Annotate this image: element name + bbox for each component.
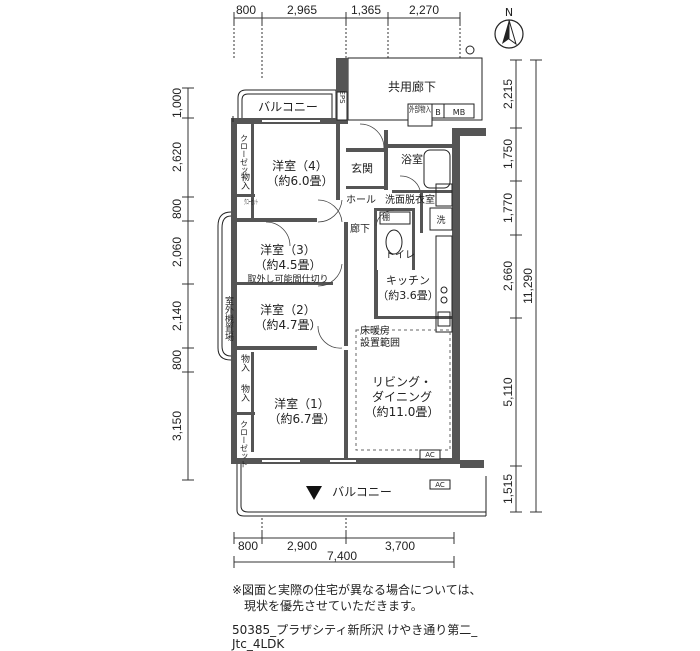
external-storage-label: 外部物入 — [409, 104, 431, 114]
bottom-dimension-line — [233, 518, 455, 568]
closet-label-room1: クローゼット — [240, 420, 249, 468]
living-name-1: リビング・ — [372, 375, 432, 389]
kitchen-counter — [435, 235, 453, 333]
dim-top-4: 2,270 — [409, 3, 439, 17]
door-swings — [265, 123, 421, 349]
balcony-bottom-label: バルコニー — [332, 485, 392, 499]
left-dimension-line — [182, 87, 194, 481]
mb-box — [443, 103, 475, 119]
genkan-label: 玄関 — [351, 161, 373, 175]
dim-bottom-3: 3,700 — [385, 539, 415, 553]
eps-box — [336, 91, 348, 121]
shelf-label: 棚 — [382, 212, 390, 222]
building-code: Jtc_4LDK — [232, 637, 285, 651]
outdoor-unit-label: 室外機置場 — [223, 295, 234, 342]
note-line-1: ※図面と実際の住宅が異なる場合については、 — [232, 583, 482, 597]
dim-left-4: 2,060 — [170, 237, 184, 267]
dim-bottom-1: 800 — [238, 539, 258, 553]
floor-heating-region — [355, 329, 451, 451]
north-compass-icon — [494, 19, 524, 49]
living-size: （約11.0畳） — [365, 404, 440, 419]
entrance-arrow-icon — [306, 486, 322, 500]
dim-left-5: 2,140 — [170, 301, 184, 331]
window-marks — [262, 120, 356, 462]
washroom-label: 洗面脱衣室 — [385, 193, 435, 206]
b-label: B — [435, 108, 441, 117]
dim-left-7: 3,150 — [170, 411, 184, 441]
dim-bottom-2: 2,900 — [287, 539, 317, 553]
floor-heat-label-1: 床暖房 — [360, 324, 390, 337]
washbasin — [435, 183, 453, 207]
bathtub — [423, 149, 451, 189]
top-dimension-line — [233, 12, 461, 80]
right-dimension-line — [510, 59, 542, 513]
compass-label: N — [505, 6, 513, 19]
ac-box-2 — [429, 479, 451, 490]
kitchen-name: キッチン — [386, 274, 430, 287]
washer-label: 洗 — [436, 214, 445, 226]
hallway-label: 廊下 — [350, 222, 370, 235]
hall-label: ホール — [346, 194, 376, 206]
dim-right-6: 1,515 — [501, 474, 515, 504]
toilet-bowl-icon — [385, 229, 403, 255]
interior-walls — [237, 124, 454, 458]
dim-right-2: 1,750 — [501, 139, 515, 169]
storage-label-room4: 物入 — [239, 171, 250, 190]
floor-heat-label-2: 設置範囲 — [360, 336, 400, 349]
room1-size: （約6.7畳） — [268, 411, 335, 426]
dim-top-3: 1,365 — [351, 3, 381, 17]
dim-left-2: 2,620 — [170, 142, 184, 172]
dim-bottom-total: 7,400 — [327, 549, 357, 563]
outdoor-unit-area — [217, 211, 232, 361]
dim-right-1: 2,215 — [501, 79, 515, 109]
corridor-label: 共用廊下 — [388, 79, 436, 94]
dim-right-total: 11,290 — [521, 268, 535, 304]
washer-box — [429, 207, 453, 231]
dim-left-6: 800 — [170, 350, 184, 370]
bath-label: 浴室 — [401, 152, 423, 166]
living-name-2: ダイニング — [372, 389, 432, 404]
room1-name: 洋室（1） — [274, 396, 330, 411]
partition-label: 取外し可能間仕切り — [247, 273, 328, 285]
ac-label-2: AC — [435, 481, 445, 489]
ac-box-1 — [419, 449, 441, 460]
room4-name: 洋室（4） — [272, 158, 328, 173]
storage-label-room2: 物入 — [239, 353, 250, 372]
dim-left-3: 800 — [170, 199, 184, 219]
dim-top-2: 2,965 — [287, 3, 317, 17]
building-id: 50385_プラザシティ新所沢 けやき通り第二_ — [232, 623, 478, 637]
balcony-top-label: バルコニー — [258, 100, 318, 114]
storage-label-room1: 物入 — [239, 383, 250, 402]
dim-top-1: 800 — [236, 3, 256, 17]
balcony-top — [237, 89, 337, 122]
room2-size: （約4.7畳） — [254, 317, 321, 332]
room4-size: （約6.0畳） — [266, 173, 333, 188]
dim-right-4: 2,660 — [501, 261, 515, 291]
shelf-box — [379, 211, 411, 225]
note-line-2: 現状を優先させていただきます。 — [232, 599, 423, 613]
room3-size: （約4.5畳） — [254, 257, 321, 272]
ac-label-1: AC — [425, 451, 435, 459]
room3-name: 洋室（3） — [260, 242, 316, 257]
balcony-bottom — [236, 464, 487, 517]
dim-right-5: 5,110 — [501, 377, 515, 406]
eps-label: EPS — [338, 90, 346, 104]
dim-right-3: 1,770 — [501, 193, 515, 223]
toilet-label: トイレ — [385, 250, 415, 261]
kitchen-size: （約3.6畳） — [377, 288, 439, 302]
mb-label: MB — [453, 108, 465, 117]
closet-label-small: クローゼット — [244, 197, 258, 206]
closet-label-room4: クローゼット — [240, 134, 249, 182]
room2-name: 洋室（2） — [260, 302, 316, 317]
dim-left-1: 1,000 — [170, 88, 184, 118]
